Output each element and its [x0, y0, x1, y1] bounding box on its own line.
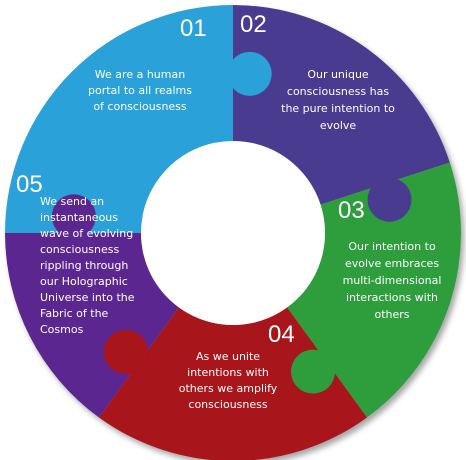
- segment-03: [287, 162, 461, 418]
- segment-text-line: Cosmos: [40, 323, 84, 336]
- puzzle-knob-03: [291, 349, 335, 394]
- segment-text-line: We send an: [40, 195, 104, 208]
- segment-number-05: 05: [16, 171, 43, 198]
- segment-text-line: evolve: [320, 119, 357, 132]
- segment-text-line: We are a human: [95, 68, 185, 81]
- segment-text-line: others we amplify: [179, 382, 278, 395]
- segment-text-line: Our intention to: [348, 240, 436, 253]
- segment-text-line: interactions with: [346, 291, 438, 304]
- segment-05: [5, 233, 179, 418]
- segment-text-line: Fabric of the: [40, 307, 109, 320]
- segment-number-04: 04: [268, 321, 295, 348]
- segment-text-line: intentions with: [187, 366, 269, 379]
- segment-text-line: consciousness: [40, 243, 119, 256]
- segment-text-line: Universe into the: [40, 291, 135, 304]
- segment-text-line: instantaneous: [40, 211, 118, 224]
- puzzle-knob-02: [367, 177, 412, 222]
- segment-text-line: wave of evolving: [40, 227, 133, 240]
- segment-text-line: Our unique: [307, 68, 369, 81]
- segment-text-line: As we unite: [196, 350, 260, 363]
- segment-text-03: Our intention to evolve embraces multi-dim…: [343, 240, 442, 321]
- segment-text-line: rippling through: [40, 259, 128, 272]
- segment-text-02: Our unique consciousness has the pure inte…: [281, 68, 395, 132]
- segment-text-line: consciousness: [188, 398, 267, 411]
- puzzle-knob-04: [103, 329, 148, 374]
- segment-text-05: We send an instantaneous wave of evolving c…: [40, 195, 135, 336]
- center-hole: [141, 141, 325, 325]
- segment-text-line: evolve embraces: [345, 257, 439, 270]
- segment-text-line: our Holographic: [40, 275, 128, 288]
- segment-02: [233, 5, 450, 205]
- segment-01: [5, 5, 233, 233]
- segment-number-01: 01: [180, 15, 207, 42]
- puzzle-knob-05: [51, 194, 96, 239]
- segment-text-01: We are a human portal to all realms of con…: [88, 68, 192, 113]
- segment-text-line: multi-dimensional: [343, 274, 442, 287]
- segment-text-04: As we unite intentions with others we ampl…: [179, 350, 278, 411]
- segment-number-03: 03: [338, 197, 365, 224]
- segment-text-line: of consciousness: [93, 100, 187, 113]
- segment-text-line: consciousness has: [287, 85, 389, 98]
- segment-text-line: the pure intention to: [281, 102, 395, 115]
- segment-text-line: others: [374, 308, 409, 321]
- segment-04: [98, 307, 368, 460]
- segment-text-line: portal to all realms: [88, 84, 192, 97]
- segment-number-02: 02: [240, 11, 267, 38]
- puzzle-knob-01: [227, 51, 272, 96]
